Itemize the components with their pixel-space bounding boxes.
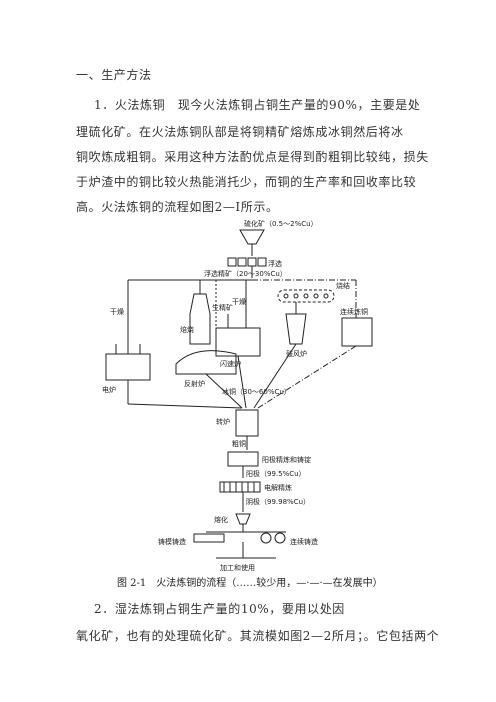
section-heading: 一、生产方法 [76,68,152,82]
label-ore: 硫化矿（0.5～2%Cu） [244,219,318,228]
label-anode: 阳极（99.5%Cu） [246,469,306,478]
label-anode-refine: 阳极精炼和铸锭 [262,455,311,464]
label-electrolysis: 电解精炼 [264,483,292,492]
label-blast: 鼓风炉 [286,349,307,358]
label-mold-cast: 铸模铸造 [158,537,186,546]
figure-caption: 图 2-1 火法炼铜的流程（……较少用，—·—·—在发展中） [117,578,383,589]
paragraph-line: 高。火法炼铜的流程如图2—I所示。 [76,200,279,214]
label-sinter: 烧结 [336,281,350,290]
label-converter: 转炉 [216,417,230,426]
label-raw-ore: 生精矿 [212,303,233,312]
label-continuous: 连续炼铜 [340,307,368,316]
label-cont-cast: 连续铸造 [290,537,318,546]
label-concentrate: 浮选精矿（20～30%Cu） [204,269,287,278]
label-electric-furnace: 电炉 [102,385,116,394]
label-roast: 焙烧 [180,325,194,334]
paragraph-line: 2．湿法炼铜占铜生产量的10%，要用以处因 [94,602,345,616]
label-flash: 闪速炉 [220,359,241,368]
paragraph-line: 氧化矿，也有的处理硫化矿。其流模如图2—2所月；。它包括两个 [76,629,440,643]
label-blister: 粗铜 [232,439,246,448]
paragraph-line: 于炉渣中的铜比较火热能消托少，而铜的生产率和回收率比较 [76,175,417,189]
label-dry-left: 干燥 [110,307,124,316]
label-flotation: 浮选 [268,259,282,268]
label-melt: 熔化 [214,515,228,524]
label-cathode: 阴极（99.98%Cu） [246,497,310,506]
paragraph-line: 理硫化矿。在火法炼铜队部是将铜精矿熔炼成冰铜然后将冰 [76,125,404,139]
label-matte: 冰铜（30～60%Cu） [222,387,291,396]
label-dry-flash: 干燥 [232,297,246,306]
flowchart-figure: 硫化矿（0.5～2%Cu） 浮选 浮选精矿（20～30%Cu） 干燥 干燥 焙烧… [102,219,373,572]
label-fabrication: 加工和使用 [220,563,255,572]
paragraph-line: 铜吹炼成粗铜。采用这种方法酌优点是得到酌粗铜比较纯，损失 [76,150,429,164]
label-reverb: 反射炉 [184,379,205,388]
paragraph-line: 1．火法炼铜 现今火法炼铜占铜生产量的90%，主要是处 [94,98,421,112]
